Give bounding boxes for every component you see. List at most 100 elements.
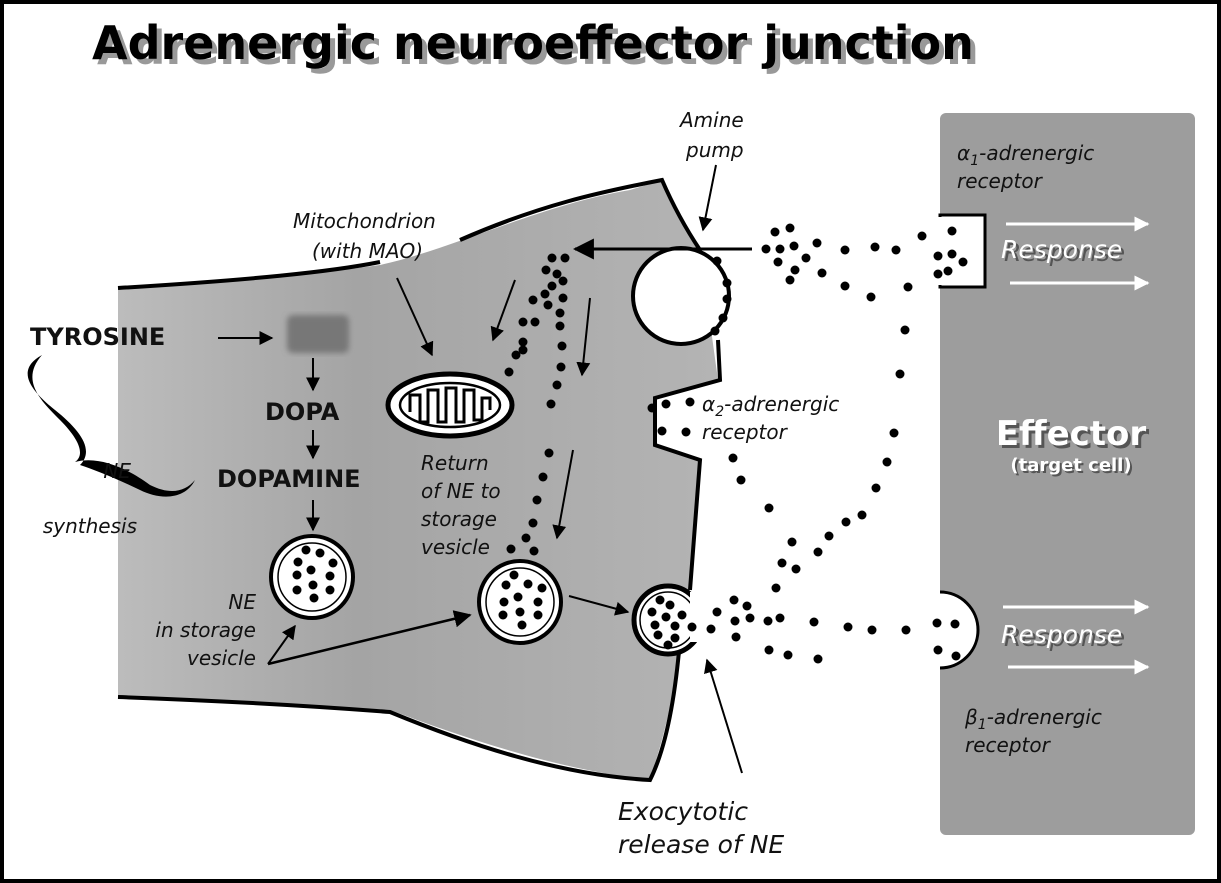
synthesis-pathway: TYROSINE DOPA DOPAMINE NE synthesis bbox=[27, 315, 361, 538]
ne-molecule-dot bbox=[498, 610, 508, 620]
ne-molecule-dot bbox=[901, 625, 911, 635]
ne-molecule-dot bbox=[742, 601, 752, 611]
ne-molecule-dot bbox=[546, 399, 556, 409]
ne-molecule-dot bbox=[663, 640, 673, 650]
ne-molecule-dot bbox=[647, 403, 657, 413]
svg-text:Adrenergic neuroeffector junct: Adrenergic neuroeffector junction bbox=[97, 21, 979, 75]
mitochondrion bbox=[385, 371, 515, 439]
ne-molecule-dot bbox=[866, 292, 876, 302]
ne-molecule-dot bbox=[951, 651, 961, 661]
ne-molecule-dot bbox=[764, 645, 774, 655]
ne-molecule-dot bbox=[506, 544, 516, 554]
svg-text:vesicle: vesicle bbox=[187, 646, 256, 670]
ne-molecule-dot bbox=[681, 427, 691, 437]
vesicle-to-membrane-arrow bbox=[568, 595, 630, 616]
ne-molecule-dot bbox=[891, 245, 901, 255]
ne-molecule-dot bbox=[528, 295, 538, 305]
ne-molecule-dot bbox=[670, 633, 680, 643]
ne-molecule-dot bbox=[882, 457, 892, 467]
ne-molecule-dot bbox=[840, 281, 850, 291]
svg-text:α1-adrenergic: α1-adrenergic bbox=[957, 141, 1094, 169]
ne-molecule-dot bbox=[745, 613, 755, 623]
ne-molecule-dot bbox=[537, 583, 547, 593]
ne-molecule-dot bbox=[889, 428, 899, 438]
ne-molecule-dot bbox=[301, 545, 311, 555]
ne-molecule-dot bbox=[653, 630, 663, 640]
svg-text:receptor: receptor bbox=[957, 169, 1044, 193]
ne-molecule-dot bbox=[790, 265, 800, 275]
svg-text:(with MAO): (with MAO) bbox=[312, 239, 423, 263]
effector-body bbox=[940, 113, 1195, 835]
ne-molecule-dot bbox=[933, 269, 943, 279]
tyrosine-label: TYROSINE bbox=[30, 323, 165, 351]
ne-molecule-dot bbox=[789, 241, 799, 251]
ne-molecule-dot bbox=[857, 510, 867, 520]
ne-molecule-dot bbox=[670, 621, 680, 631]
ne-molecule-dot bbox=[513, 592, 523, 602]
ne-molecule-dot bbox=[775, 613, 785, 623]
storage-vesicle-1 bbox=[269, 534, 355, 620]
ne-molecule-dot bbox=[809, 617, 819, 627]
svg-text:Effector: Effector bbox=[999, 417, 1150, 457]
storage-vesicle-2 bbox=[477, 559, 563, 645]
ne-molecule-dot bbox=[657, 426, 667, 436]
ne-molecule-dot bbox=[543, 300, 553, 310]
ne-molecule-dot bbox=[813, 547, 823, 557]
ne-molecule-dot bbox=[728, 453, 738, 463]
ne-molecule-dot bbox=[555, 321, 565, 331]
ne-molecule-dot bbox=[763, 616, 773, 626]
ne-molecule-dot bbox=[511, 350, 521, 360]
reuptake-down-arrow bbox=[576, 297, 591, 377]
ne-molecule-dot bbox=[650, 620, 660, 630]
svg-text:vesicle: vesicle bbox=[421, 535, 490, 559]
ne-molecule-dot bbox=[518, 317, 528, 327]
alpha1-receptor-label: α1-adrenergic receptor bbox=[957, 141, 1094, 193]
neuron-membrane-top bbox=[117, 260, 381, 290]
ne-molecule-dot bbox=[555, 308, 565, 318]
return-to-vesicle-arrow bbox=[552, 449, 574, 540]
ne-molecule-dot bbox=[817, 268, 827, 278]
neuron-membrane-bottom bbox=[117, 639, 682, 783]
ne-molecule-dot bbox=[706, 624, 716, 634]
exocytosis-label: Exocytotic bbox=[618, 797, 748, 826]
ne-molecule-dot bbox=[773, 257, 783, 267]
ne-molecule-dot bbox=[932, 618, 942, 628]
ne-molecule-dot bbox=[544, 448, 554, 458]
ne-molecule-dot bbox=[665, 600, 675, 610]
ne-molecule-dot bbox=[764, 503, 774, 513]
ne-molecule-dot bbox=[661, 612, 671, 622]
effector-subtitle: (target cell) bbox=[1010, 455, 1131, 476]
storage-pointer-1 bbox=[267, 624, 296, 665]
svg-text:NE: NE bbox=[103, 459, 131, 483]
ne-molecule-dot bbox=[306, 565, 316, 575]
ne-molecule-dot bbox=[787, 537, 797, 547]
ne-molecule-dot bbox=[761, 244, 771, 254]
ne-molecule-dot bbox=[530, 317, 540, 327]
synthesis-brace bbox=[27, 355, 195, 497]
ne-molecule-dot bbox=[770, 227, 780, 237]
svg-text:β1-adrenergic: β1-adrenergic bbox=[964, 705, 1102, 733]
ne-molecule-dot bbox=[308, 580, 318, 590]
dopa-label: DOPA bbox=[265, 398, 340, 426]
svg-text:Response: Response bbox=[1004, 238, 1125, 267]
ne-molecule-dot bbox=[518, 337, 528, 347]
ne-molecule-dot bbox=[712, 607, 722, 617]
ne-molecule-dot bbox=[730, 616, 740, 626]
storage-label: NE bbox=[228, 590, 256, 614]
ne-molecule-dot bbox=[501, 580, 511, 590]
ne-molecule-dot bbox=[540, 289, 550, 299]
ne-molecule-dot bbox=[824, 531, 834, 541]
ne-molecule-dot bbox=[529, 546, 539, 556]
ne-molecule-dot bbox=[533, 610, 543, 620]
ne-molecule-dot bbox=[771, 583, 781, 593]
ne-molecule-dot bbox=[895, 369, 905, 379]
ne-molecule-dot bbox=[521, 533, 531, 543]
ne-molecule-dot bbox=[812, 238, 822, 248]
alpha1-receptor-notch bbox=[938, 213, 987, 289]
ne-molecule-dot bbox=[813, 654, 823, 664]
svg-text:receptor: receptor bbox=[965, 733, 1052, 757]
ne-molecule-dot bbox=[528, 518, 538, 528]
beta1-receptor-label: β1-adrenergic receptor bbox=[964, 705, 1102, 757]
ne-molecule-dot bbox=[685, 397, 695, 407]
ne-molecule-dot bbox=[841, 517, 851, 527]
